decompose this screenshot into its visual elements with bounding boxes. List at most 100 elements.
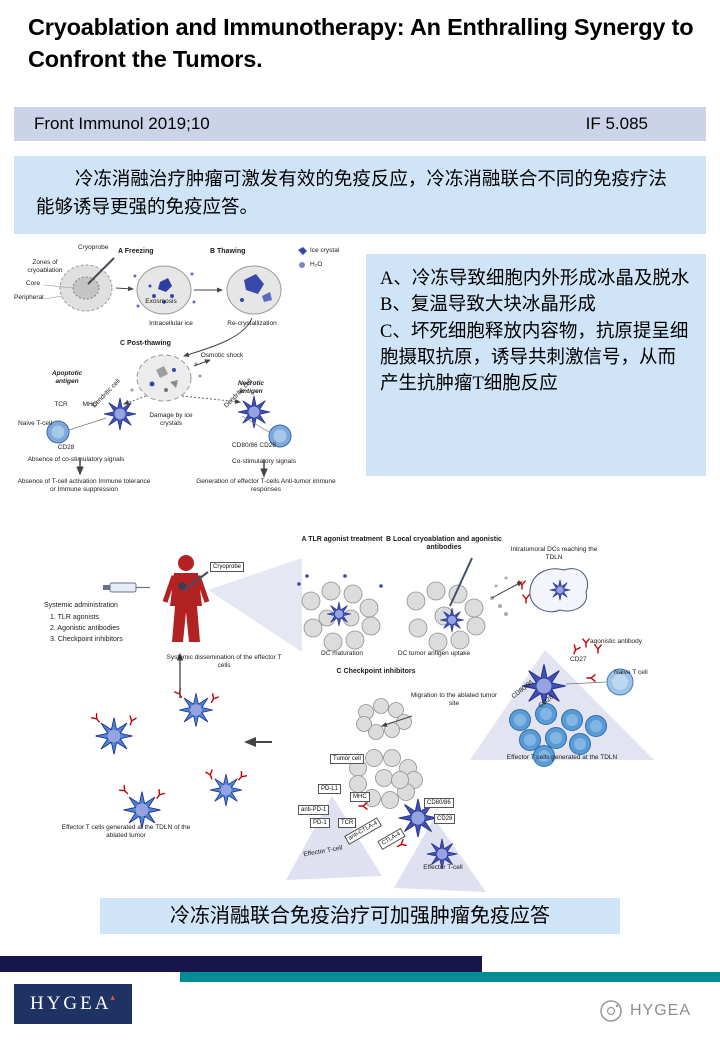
freezing-cell (133, 265, 196, 315)
effector-triangle-left (286, 796, 382, 880)
summary-box: 冷冻消融治疗肿瘤可激发有效的免疫反应，冷冻消融联合不同的免疫疗法能够诱导更强的免… (14, 156, 706, 234)
fig1-no-activation-label: Absence of T-cell activation Immune tole… (17, 478, 151, 493)
figure2-graphic (90, 555, 654, 892)
watermark-text: HYGEA (630, 1002, 692, 1019)
fig2-intratumoral-dcs-label: Intratumoral DCs reaching the TDLN (510, 546, 598, 561)
arrow-to-tdln (491, 581, 523, 599)
footer-navy-bar (0, 956, 482, 972)
fig1-panel-c-label: C Post-thawing (120, 340, 171, 347)
fig1-costim-markers-label: CD80/86 CD28 (231, 442, 277, 449)
fig1-cd28-label: CD28 (57, 444, 75, 451)
fig1-panel-b-label: B Thawing (210, 248, 246, 255)
figure1-graphic (43, 247, 307, 478)
effector-t-cells-tdln (509, 703, 607, 767)
fig1-peripheral-label: Peripheral (14, 294, 44, 301)
arrow-osmotic-shock (193, 359, 211, 367)
fig1-intracellular-ice-label: Intracellular ice (149, 320, 193, 327)
cd27-antibody (586, 674, 596, 682)
tumor-cell-blob (349, 749, 423, 809)
fig1-necrotic-antigen-label: Necrotic antigen (237, 380, 264, 395)
fig2-naive-t-cell-label: Naive T cell (614, 669, 648, 676)
fig2-effector-ablated-label: Effector T cells generated at the TDLN o… (61, 824, 191, 839)
fig1-naive-t-cell-label: Naive T-cell (18, 420, 52, 427)
fig2-panel-c-label: C Checkpoint inhibitors (336, 668, 416, 675)
synapse-line-left (68, 417, 107, 431)
tumor-blob-cryo (406, 557, 508, 652)
camera-icon (600, 1000, 622, 1022)
antigen-debris (494, 584, 498, 588)
fig2-mhc-tag: MHC (350, 792, 370, 802)
logo-text: HYGEA (29, 993, 112, 1014)
note-b: B、复温导致大块冰晶形成 (380, 295, 596, 316)
fig2-effector-tdln-label: Effector T cells generated at the TDLN (506, 754, 618, 761)
figure1: Zones of cryoablation Cryoprobe Core Per… (14, 244, 366, 516)
impact-factor: IF 5.085 (585, 114, 648, 133)
fig1-legend-ice-label: Ice crystal (310, 247, 340, 254)
figure2: Cryoprobe Systemic administration 1. TLR… (14, 528, 706, 900)
fig2-agonistic-antibody-label: agonistic antibody (590, 638, 643, 645)
fig1-generation-label: Generation of effector T-cells Anti-tumo… (196, 478, 336, 493)
fig2-cd28-tag: CD28 (434, 814, 456, 824)
figure-caption: 冷冻消融联合免疫治疗可加强肿瘤免疫应答 (100, 898, 620, 934)
fig2-dc-maturation-label: DC maturation (321, 650, 363, 657)
fig1-absence-costim-label: Absence of co-stimulatory signals (27, 456, 125, 463)
watermark: HYGEA (598, 998, 691, 1024)
arrow-zone-to-a (115, 286, 134, 292)
fig1-tcr-label: TCR (54, 401, 68, 408)
fig1-mhc-label: MHC (82, 401, 98, 408)
cd27-bond (565, 681, 607, 685)
fig1-osmotic-shock-label: Osmotic shock (200, 352, 244, 359)
tumor-blob-tlr (297, 574, 383, 652)
post-thawing-cell (130, 354, 202, 402)
fig1-costim-label: Co-stimulatory signals (232, 458, 296, 465)
effector-t-cell-icon (268, 424, 292, 448)
arrow-to-apoptotic-dc (123, 395, 147, 405)
journal-bar: Front Immunol 2019;10 IF 5.085 (14, 107, 706, 141)
thawing-cell (226, 265, 282, 315)
fig1-exosmosis-label: Exosmosis (145, 298, 177, 305)
journal-citation: Front Immunol 2019;10 (34, 114, 210, 133)
note-c: C、坏死细胞释放内容物，抗原提呈细胞摄取抗原，诱导共刺激信号，从而产生抗肿瘤T细… (380, 321, 689, 395)
water-icon (299, 262, 305, 268)
tdln-triangle (470, 650, 654, 760)
fig1-apoptotic-antigen-label: Apoptotic antigen (51, 370, 83, 385)
treatment-beam (208, 558, 302, 652)
fig2-panel-b-label: B Local cryoablation and agonistic antib… (386, 536, 502, 552)
fig2-tumor-cell-tag: Tumor cell (330, 754, 364, 764)
anti-pd1-antibody (358, 802, 368, 810)
arrow-b-to-c (183, 317, 253, 357)
ice-crystal-icon (298, 247, 307, 255)
antigen-debris (504, 576, 508, 580)
fig1-recrystallization-label: Re-crystallization (227, 320, 277, 327)
tdln-node (518, 568, 588, 613)
fig2-dc-uptake-label: DC tumor antigen uptake (397, 650, 471, 657)
fig2-systemic-item-3: 3. Checkpoint inhibitors (50, 636, 123, 643)
ablation-needle (449, 557, 473, 607)
fig1-cryoprobe-label: Cryoprobe (78, 244, 109, 251)
naive-t-cell-icon (606, 668, 634, 696)
effector-t-cells-disseminated (90, 688, 248, 829)
patient-body (162, 555, 210, 642)
fig2-systemic-admin-title: Systemic administration (44, 602, 118, 609)
legend-icons (298, 247, 307, 268)
synapse-line-right (241, 415, 270, 433)
mechanism-notes-box: A、冷冻导致细胞内外形成冰晶及脱水 B、复温导致大块冰晶形成 C、坏死细胞释放内… (366, 254, 706, 476)
checkpoint-cell-cluster (356, 698, 412, 740)
hygea-logo: HYGEA ▴ (14, 984, 132, 1024)
fig2-pd-l1-tag: PD-L1 (318, 784, 342, 794)
fig2-cd8086-tag: CD80/86 (424, 798, 454, 808)
syringe-icon (103, 582, 150, 593)
arrow-to-necrotic-dc (181, 395, 241, 404)
note-a: A、冷冻导致细胞内外形成冰晶及脱水 (380, 269, 690, 289)
fig2-pd1-tag: PD-1 (310, 818, 330, 828)
fig2-tcr-tag: TCR (338, 818, 357, 828)
fig2-dissemination-label: Systemic dissemination of the effector T… (166, 654, 282, 669)
arrow-migration (381, 715, 413, 727)
dendritic-cell-left-icon (103, 397, 137, 431)
fig1-zones-label: Zones of cryoablation (27, 259, 63, 274)
fig2-systemic-item-2: 2. Agonistic antibodies (50, 625, 120, 632)
logo-accent-mark: ▴ (110, 991, 116, 1002)
fig1-panel-a-label: A Freezing (118, 248, 154, 255)
naive-t-cell-icon (46, 420, 70, 444)
